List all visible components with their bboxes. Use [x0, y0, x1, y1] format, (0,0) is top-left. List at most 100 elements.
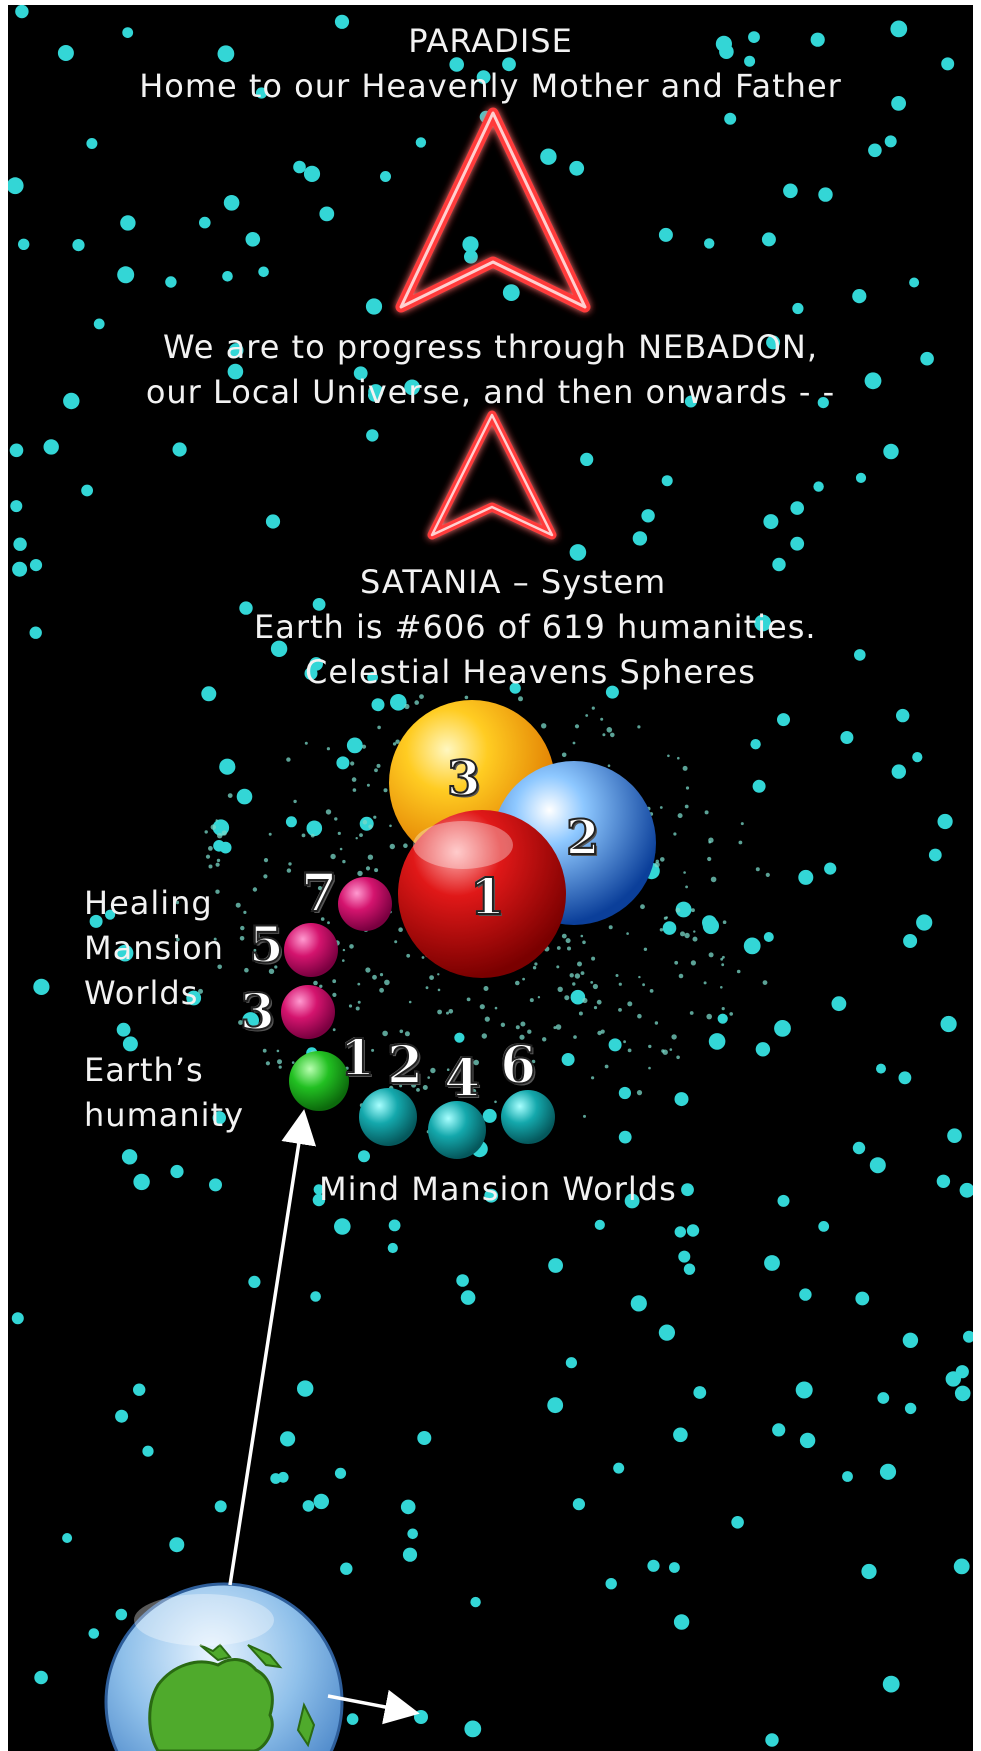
galaxy-dot [556, 946, 561, 950]
healing-number-7: 7 [300, 862, 338, 925]
star [673, 1427, 688, 1443]
galaxy-dot [253, 948, 257, 952]
galaxy-dot [655, 859, 659, 863]
star [358, 1150, 370, 1163]
star [319, 206, 335, 222]
star [763, 932, 774, 942]
pointer-arrow-to-earth-humanity [228, 1109, 317, 1586]
galaxy-dot [660, 857, 665, 862]
galaxy-dot [677, 756, 680, 760]
star [293, 160, 306, 174]
galaxy-dot [365, 967, 371, 973]
star [605, 1578, 617, 1590]
galaxy-dot [215, 862, 220, 867]
galaxy-dot [590, 981, 594, 984]
galaxy-dot [326, 747, 330, 751]
galaxy-dot [706, 1013, 712, 1020]
galaxy-dot [494, 1100, 497, 1104]
star [313, 1493, 329, 1510]
galaxy-dot [310, 833, 315, 838]
nebadon-line-1: We are to progress through NEBADON, [163, 328, 818, 366]
satania-title: SATANIA – System [360, 563, 667, 601]
galaxy-dot [403, 843, 408, 848]
healing-label-line-2: Mansion [84, 929, 224, 967]
star [715, 35, 733, 52]
star [306, 820, 323, 837]
star [336, 756, 350, 770]
galaxy-dot [677, 813, 683, 819]
star [334, 1218, 351, 1235]
galaxy-dot [379, 973, 384, 977]
star [209, 1178, 222, 1192]
mind-number-2: 2 [386, 1034, 424, 1097]
star [120, 215, 136, 231]
galaxy-dot [721, 963, 725, 967]
star [285, 816, 297, 828]
star [731, 1516, 744, 1529]
star [10, 500, 23, 513]
star [852, 1141, 866, 1155]
star [380, 171, 391, 182]
star [673, 1614, 690, 1630]
star [891, 764, 906, 779]
galaxy-dot [399, 1084, 403, 1088]
star [170, 1164, 184, 1179]
galaxy-dot [243, 910, 247, 915]
galaxy-dot [389, 824, 392, 828]
star [212, 1111, 226, 1125]
galaxy-dot [377, 725, 381, 730]
star [63, 392, 80, 410]
star [963, 1330, 973, 1343]
galaxy-dot [464, 695, 469, 700]
galaxy-dot [738, 840, 743, 845]
diagram-art [104, 107, 656, 1751]
galaxy-dot [591, 956, 596, 961]
galaxy-dot [569, 973, 574, 978]
star [484, 1188, 499, 1203]
galaxy-dot [366, 783, 370, 787]
arrowhead-up-large [395, 107, 591, 313]
star [569, 544, 587, 561]
galaxy-dot [520, 1021, 526, 1027]
galaxy-dot [332, 1028, 336, 1032]
galaxy-dot [597, 1030, 602, 1036]
star [686, 1224, 700, 1237]
star [903, 934, 918, 948]
galaxy-dot [276, 1049, 280, 1053]
star [228, 343, 244, 358]
galaxy-dot [567, 946, 571, 951]
galaxy-dot [406, 953, 411, 958]
galaxy-dot [689, 1011, 694, 1015]
galaxy-dot [519, 1034, 525, 1040]
paradise-subtitle: Home to our Heavenly Mother and Father [139, 67, 842, 105]
galaxy-dot [685, 786, 690, 790]
galaxy-dot [483, 986, 489, 991]
star [400, 1499, 416, 1515]
star [883, 443, 899, 460]
star [774, 1020, 791, 1037]
star [790, 536, 805, 551]
star [569, 160, 585, 176]
star [88, 1628, 100, 1639]
galaxy-dot [176, 937, 180, 942]
galaxy-dot [479, 1004, 485, 1010]
star [115, 1409, 129, 1423]
star [681, 1183, 694, 1197]
galaxy-dot [293, 799, 297, 804]
galaxy-dot [740, 822, 744, 826]
star [302, 1500, 315, 1512]
galaxy-dot [395, 739, 400, 744]
star [456, 1274, 469, 1287]
star [346, 1713, 359, 1725]
galaxy-dot [518, 696, 523, 702]
star [223, 195, 240, 211]
galaxy-dot [213, 937, 217, 941]
nebadon-line-2: our Local Universe, and then onwards - - [145, 373, 836, 411]
satania-earth-note: Earth is #606 of 619 humanities. [254, 608, 817, 646]
star [675, 901, 692, 918]
galaxy-dot [351, 777, 357, 782]
galaxy-dot [541, 723, 547, 729]
star [371, 698, 385, 712]
star [941, 57, 955, 71]
galaxy-dot [384, 979, 390, 986]
